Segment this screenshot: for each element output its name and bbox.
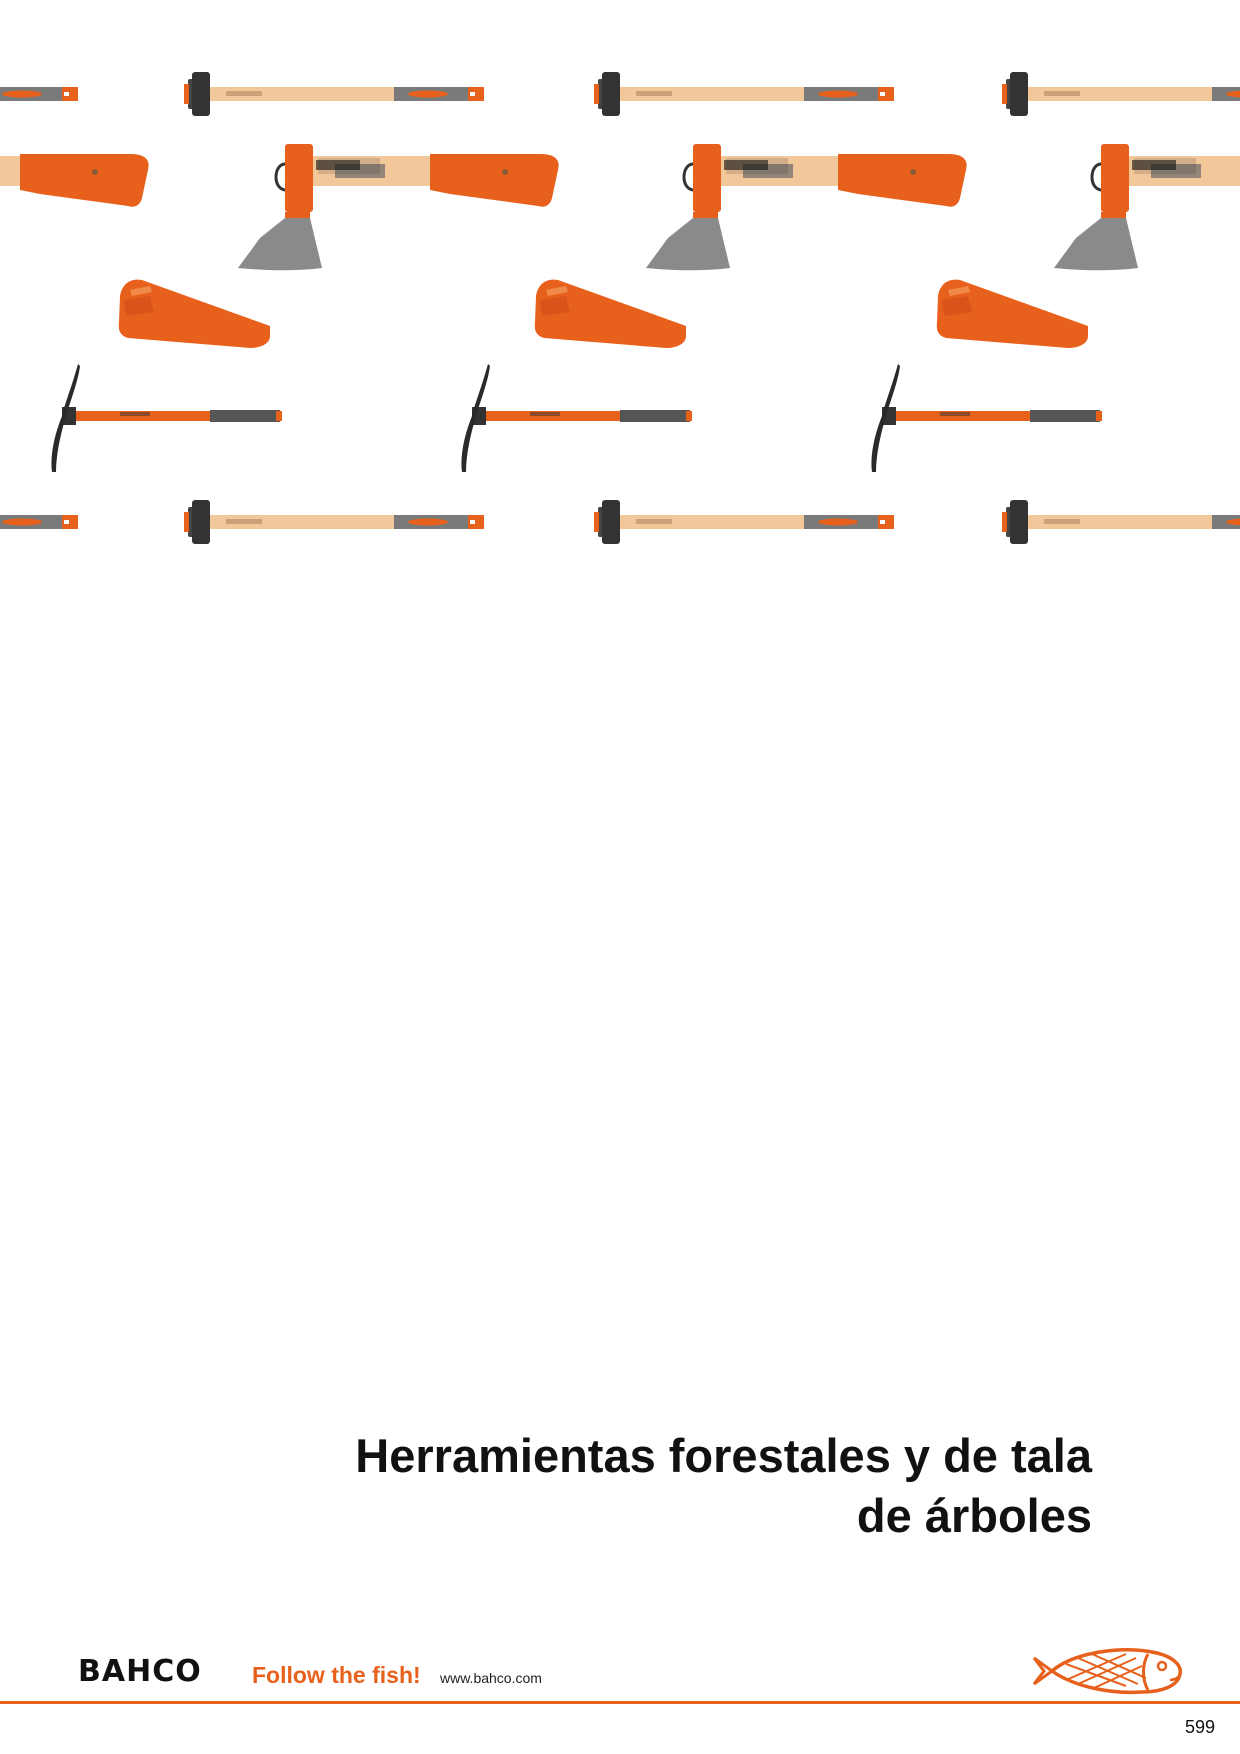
fish-icon	[1032, 1648, 1183, 1695]
sledgehammer-icon	[594, 72, 894, 116]
felling-wedge-icon	[118, 279, 271, 348]
pickaxe-icon	[51, 364, 283, 472]
axe-icon	[1052, 142, 1240, 272]
sledgehammer-icon	[594, 500, 894, 544]
sledgehammer-icon	[1002, 72, 1240, 116]
axe-icon	[236, 142, 561, 272]
sledgehammer-icon	[0, 72, 78, 116]
website-link[interactable]: www.bahco.com	[440, 1670, 542, 1686]
axe-icon	[0, 142, 151, 272]
slogan: Follow the fish!	[252, 1662, 421, 1688]
pickaxe-icon	[871, 364, 1102, 472]
sledgehammer-icon	[184, 500, 484, 544]
felling-wedge-icon	[534, 279, 686, 348]
pickaxe-icon	[461, 364, 692, 472]
sledgehammer-row-bottom	[0, 500, 1240, 544]
section-title-line: Herramientas forestales y de tala	[355, 1429, 1092, 1482]
sledgehammer-icon	[0, 500, 78, 544]
felling-wedge-icon	[936, 279, 1088, 348]
wedge-row	[118, 279, 1088, 348]
axe-icon	[644, 142, 969, 272]
page-footer: BAHCO Follow the fish! www.bahco.com 599	[0, 1640, 1240, 1754]
footer-divider	[0, 1701, 1240, 1704]
page-number: 599	[1184, 1717, 1215, 1737]
sledgehammer-icon	[184, 72, 484, 116]
section-title-line: de árboles	[856, 1489, 1092, 1542]
section-title: Herramientas forestales y de tala de árb…	[192, 1426, 1092, 1546]
sledgehammer-icon	[1002, 500, 1240, 544]
pickaxe-row	[51, 364, 1102, 472]
sledgehammer-row-top	[0, 72, 1240, 116]
tools-pattern	[0, 72, 1240, 544]
brand-logo: BAHCO	[78, 1654, 202, 1689]
axe-row	[0, 142, 1240, 272]
